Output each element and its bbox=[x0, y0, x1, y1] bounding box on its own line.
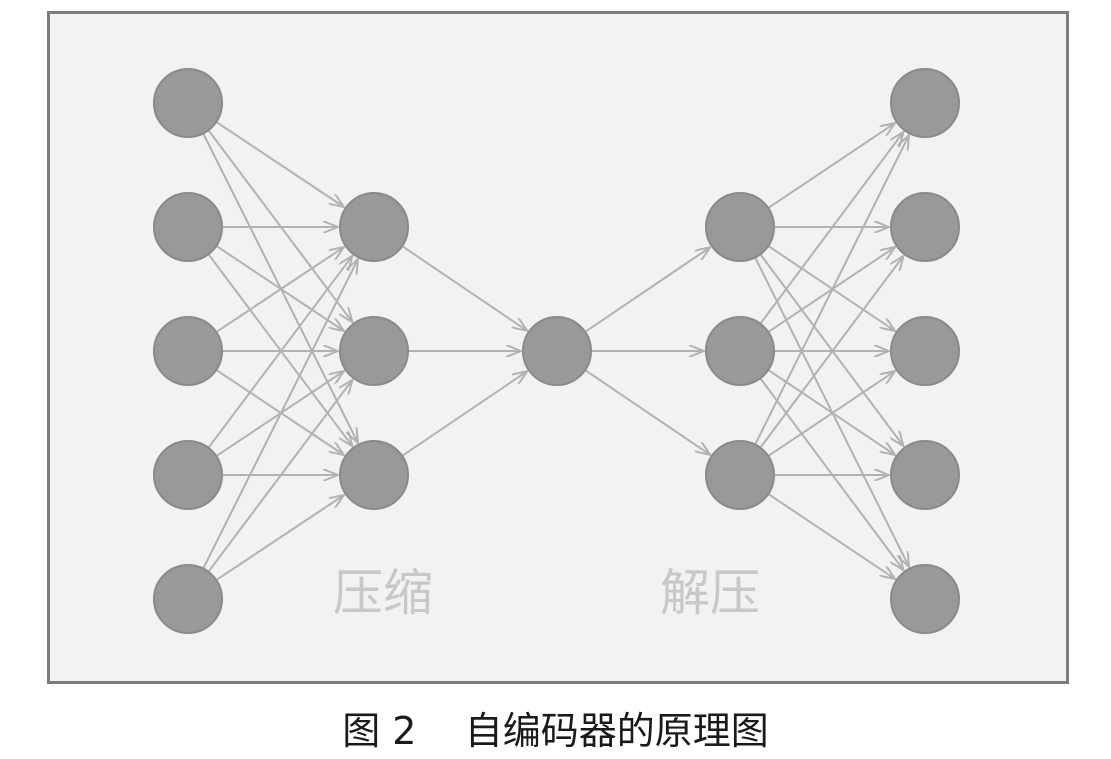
edge-l2-0-to-l3-0 bbox=[584, 247, 710, 333]
figure-number: 图 2 bbox=[342, 709, 417, 753]
neuron-layer4-0 bbox=[890, 68, 960, 138]
neuron-layer0-1 bbox=[153, 192, 223, 262]
edge-l0-4-to-l1-1 bbox=[207, 380, 352, 573]
neuron-layer0-0 bbox=[153, 68, 223, 138]
edge-l0-3-to-l1-0 bbox=[207, 256, 352, 449]
encode-label: 压缩 bbox=[333, 564, 433, 622]
neuron-layer3-1 bbox=[705, 316, 775, 386]
edge-l2-0-to-l3-2 bbox=[584, 369, 710, 455]
edge-l0-4-to-l1-0 bbox=[202, 259, 358, 570]
neuron-layer4-4 bbox=[890, 564, 960, 634]
figure-caption: 图 2 自编码器的原理图 bbox=[0, 700, 1111, 755]
edge-l3-2-to-l4-1 bbox=[759, 256, 903, 449]
connections bbox=[202, 121, 909, 581]
neuron-layer1-2 bbox=[339, 440, 409, 510]
edge-l0-0-to-l1-0 bbox=[215, 121, 344, 207]
neuron-layer0-4 bbox=[153, 564, 223, 634]
neuron-layer1-0 bbox=[339, 192, 409, 262]
edge-l3-2-to-l4-0 bbox=[754, 135, 909, 446]
edge-l0-4-to-l1-2 bbox=[215, 495, 344, 581]
edge-l0-2-to-l1-0 bbox=[215, 247, 344, 333]
neuron-layer4-1 bbox=[890, 192, 960, 262]
neurons bbox=[153, 68, 960, 634]
figure-title: 自编码器的原理图 bbox=[464, 709, 769, 753]
neuron-layer3-2 bbox=[705, 440, 775, 510]
neuron-layer4-3 bbox=[890, 440, 960, 510]
edge-l1-2-to-l2-0 bbox=[401, 371, 527, 457]
neuron-layer0-3 bbox=[153, 440, 223, 510]
edge-l3-2-to-l4-4 bbox=[767, 493, 895, 579]
neuron-layer3-0 bbox=[705, 192, 775, 262]
edge-l1-0-to-l2-0 bbox=[401, 245, 527, 331]
decode-label: 解压 bbox=[660, 564, 760, 622]
neuron-layer2-0 bbox=[522, 316, 592, 386]
neuron-layer4-2 bbox=[890, 316, 960, 386]
edge-l3-0-to-l4-0 bbox=[767, 123, 895, 209]
edge-l3-2-to-l4-2 bbox=[767, 371, 895, 457]
caption-gap bbox=[416, 709, 464, 753]
neuron-layer1-1 bbox=[339, 316, 409, 386]
edge-l3-1-to-l4-0 bbox=[759, 132, 903, 325]
neuron-layer0-2 bbox=[153, 316, 223, 386]
